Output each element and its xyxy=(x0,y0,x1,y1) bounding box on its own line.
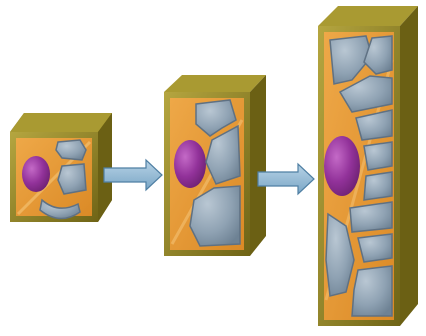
cell-large-vacuole-10 xyxy=(352,266,392,316)
cell-large-wall-side xyxy=(400,6,418,326)
cell-medium xyxy=(164,75,266,256)
cell-small-vacuole-2 xyxy=(58,164,86,194)
cell-medium-nucleus xyxy=(174,140,206,188)
cell-large xyxy=(318,6,418,326)
arrow-2-shape xyxy=(258,164,314,194)
cell-large-vacuole-9 xyxy=(358,234,392,262)
cell-small-nucleus xyxy=(22,156,50,192)
cell-large-vacuole-6 xyxy=(364,172,392,200)
cell-medium-wall-side xyxy=(250,75,266,256)
cell-large-vacuole-7 xyxy=(350,202,392,232)
arrow-1-shape xyxy=(104,160,162,190)
cell-large-nucleus xyxy=(324,136,360,196)
cell-large-vacuole-5 xyxy=(364,142,392,170)
cell-medium-wall-top xyxy=(164,75,266,92)
cell-small-vacuole-1 xyxy=(56,140,86,160)
arrow-2 xyxy=(258,164,314,194)
arrow-1 xyxy=(104,160,162,190)
cell-small-wall-top xyxy=(10,113,112,132)
cell-small xyxy=(10,113,112,222)
